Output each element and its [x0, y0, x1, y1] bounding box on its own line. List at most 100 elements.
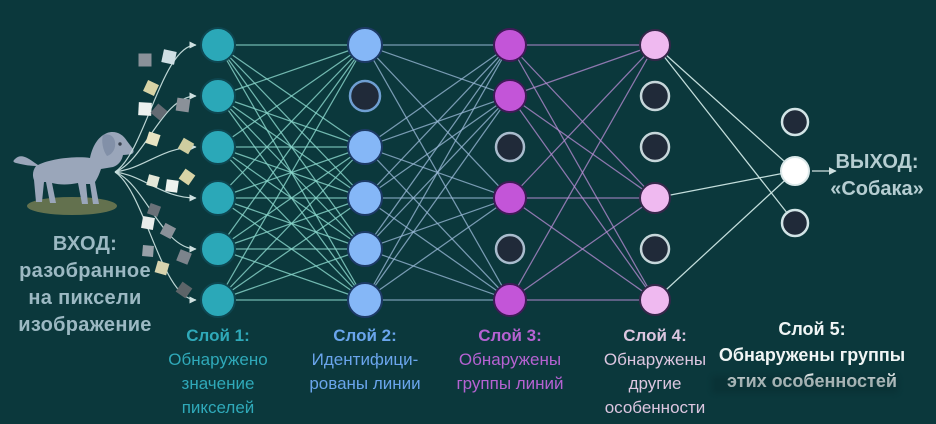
pixel-square: [154, 260, 170, 276]
layer3-node-6: [493, 283, 527, 317]
layer5-caption: Слой 5: Обнаружены группы этих особеннос…: [707, 316, 917, 394]
layer1-node-3: [200, 129, 236, 165]
extra-edge: [654, 44, 796, 224]
layer5-caption-line: Обнаружены группы: [718, 345, 906, 365]
layer2-node-4: [347, 180, 383, 216]
dog-illustration: [13, 131, 134, 204]
pixel-square: [178, 168, 196, 186]
edges-layer1-to-layer2: [217, 248, 366, 301]
edges-layer2-to-layer3: [364, 44, 511, 301]
layer1-caption-line: значение: [181, 374, 255, 393]
pixel-square: [146, 174, 160, 188]
layer4-title: Слой 4:: [623, 326, 687, 345]
pixel-square: [141, 216, 155, 230]
edges-layer3-to-layer4: [509, 44, 656, 199]
layer4-caption-line: другие: [628, 374, 682, 393]
pixel-square: [138, 53, 152, 67]
layer4-node-5: [639, 233, 671, 265]
layer5-title: Слой 5:: [778, 319, 846, 339]
layer2-caption-line: Идентифици-: [311, 350, 419, 369]
layer1-caption-line: пикселей: [181, 398, 255, 417]
layer5-node-1: [780, 107, 810, 137]
layer3-caption: Слой 3: Обнаружены группы линий: [430, 324, 590, 396]
layer3-caption-line: группы линий: [456, 374, 564, 393]
pixel-square: [175, 97, 191, 113]
layer1-node-6: [200, 282, 236, 318]
edges-layer1-to-layer2: [217, 44, 366, 301]
watermark-smudge: [712, 376, 898, 393]
pixel-square: [145, 131, 161, 147]
layer2-node-3: [347, 129, 383, 165]
edges-layer3-to-layer4: [509, 44, 656, 97]
output-label-line-2: «Собака»: [830, 178, 924, 200]
layer3-node-3: [494, 131, 526, 163]
edges-layer2-to-layer3: [364, 197, 511, 301]
layer3-node-5: [494, 233, 526, 265]
layer2-caption-line: рованы линии: [309, 374, 421, 393]
pixel-square: [159, 222, 177, 240]
edges-layer3-to-layer4: [509, 44, 656, 301]
edges-layer1-to-layer2: [217, 44, 366, 148]
edges-layer2-to-layer3: [364, 44, 511, 148]
layer4-node-4: [639, 182, 671, 214]
layer2-title: Слой 2:: [333, 326, 397, 345]
edges-layer1-to-layer2: [217, 44, 366, 250]
layer3-title: Слой 3:: [478, 326, 542, 345]
layer1-node-2: [200, 78, 236, 114]
edges-layer3-to-layer4: [509, 197, 656, 301]
edges-layer4-to-layer5: [654, 170, 796, 199]
pixel-square: [150, 103, 168, 121]
layer1-caption-line: Обнаружено: [168, 350, 268, 369]
layer3-node-4: [493, 181, 527, 215]
pixel-square: [161, 49, 177, 65]
layer1-caption: Слой 1: Обнаружено значение пикселей: [138, 324, 298, 420]
layer5-node-3: [780, 208, 810, 238]
pixel-square: [143, 80, 159, 96]
pixel-square: [142, 245, 154, 257]
input-label-line-4: изображение: [18, 314, 152, 336]
pixel-square: [175, 281, 193, 299]
layer3-node-1: [493, 28, 527, 62]
pixel-square: [165, 179, 179, 193]
edges-layer1-to-layer2: [217, 146, 366, 301]
edges-layer1-to-layer2: [217, 44, 366, 199]
edges-layer2-to-layer3: [364, 44, 511, 250]
edges-layer1-to-layer2: [217, 146, 366, 250]
layer4-caption-line: особенности: [604, 398, 706, 417]
layer2-node-6: [347, 282, 383, 318]
layer4-node-2: [639, 80, 671, 112]
edges-layer3-to-layer4: [509, 95, 656, 199]
layer2-node-5: [347, 231, 383, 267]
edges-layer4-to-layer5: [654, 170, 796, 301]
layer2-node-2: [348, 79, 382, 113]
input-arrow-2: [114, 92, 197, 173]
input-label-line-1: ВХОД:: [52, 233, 118, 255]
dog-ear: [102, 134, 116, 156]
layer1-node-5: [200, 231, 236, 267]
output-label-line-1: ВЫХОД:: [835, 151, 919, 173]
layer3-caption-line: Обнаружены: [458, 350, 562, 369]
layer1-title: Слой 1:: [186, 326, 250, 345]
layer3-node-2: [493, 79, 527, 113]
pixel-square: [177, 137, 195, 155]
layer4-node-6: [639, 284, 671, 316]
pixel-square: [146, 202, 162, 218]
edges-layer2-to-layer3: [364, 44, 511, 199]
layer4-caption: Слой 4: Обнаружены другие особенности: [575, 324, 735, 420]
layer4-node-3: [639, 131, 671, 163]
layer4-caption-line: Обнаружены: [603, 350, 707, 369]
pixel-square: [138, 102, 152, 116]
input-arrow-1: [114, 41, 197, 173]
layer5-caption-line: этих особенностей: [727, 371, 897, 391]
edges-layer1-to-layer2: [217, 44, 366, 97]
layer4-node-1: [639, 29, 671, 61]
pixel-square: [176, 249, 192, 265]
edges-layer1-to-layer2: [217, 197, 366, 301]
dog-eye: [118, 142, 122, 146]
layer2-node-1: [347, 27, 383, 63]
input-label-line-2: разобранное: [19, 260, 151, 282]
edges-layer2-to-layer3: [364, 95, 511, 301]
layer1-node-1: [200, 27, 236, 63]
